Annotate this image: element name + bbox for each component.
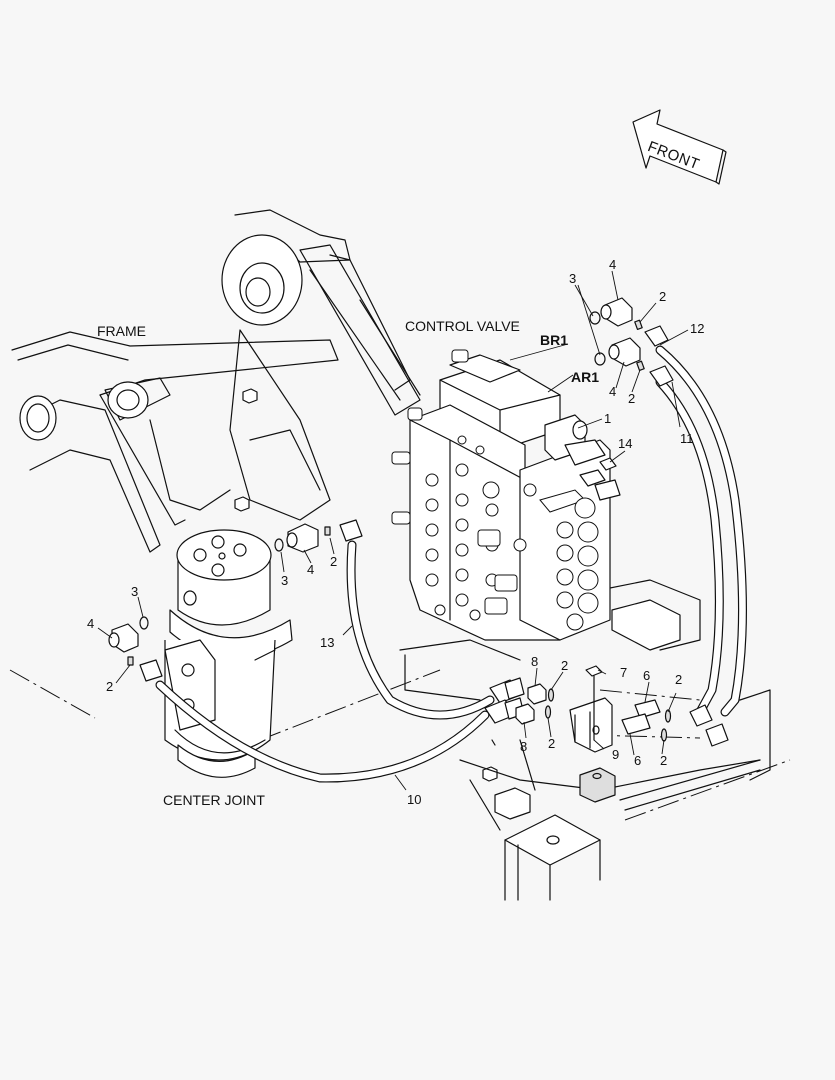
callout-number: 13 <box>320 635 335 650</box>
callout-number: 12 <box>690 321 705 336</box>
callout-number: 7 <box>620 665 628 680</box>
callout-number: 10 <box>407 792 422 807</box>
center-lines <box>9 669 791 821</box>
callout-number: 2 <box>561 658 569 673</box>
callout-number: 2 <box>330 554 338 569</box>
callout-number: 2 <box>659 289 667 304</box>
callout-number: 9 <box>612 747 620 762</box>
base-structure <box>399 579 771 901</box>
front-arrow <box>632 109 727 185</box>
leader-lines <box>97 270 689 791</box>
callout-number: 6 <box>643 668 651 683</box>
callout-number: 4 <box>307 562 315 577</box>
callout-number: 3 <box>569 271 577 286</box>
center-joint-label: CENTER JOINT <box>163 792 265 808</box>
callout-number: 4 <box>87 616 95 631</box>
frame-label: FRAME <box>97 323 146 339</box>
control-valve <box>391 349 621 641</box>
center-joint <box>164 529 293 778</box>
port-ar1-label: AR1 <box>571 369 600 385</box>
callout-number: 2 <box>106 679 114 694</box>
callout-number: 2 <box>675 672 683 687</box>
callout-number: 11 <box>680 431 694 446</box>
callout-number: 8 <box>531 654 539 669</box>
hoses <box>155 345 747 783</box>
frame-structure <box>11 209 498 782</box>
callout-number: 6 <box>634 753 642 768</box>
port-br1-label: BR1 <box>540 332 569 348</box>
callout-number: 2 <box>628 391 636 406</box>
callout-number: 3 <box>281 573 289 588</box>
callout-number: 1 <box>604 411 612 426</box>
callout-number: 14 <box>618 436 633 451</box>
callout-number: 8 <box>520 739 528 754</box>
callout-number: 2 <box>548 736 556 751</box>
callout-number: 4 <box>609 257 617 272</box>
callout-number: 4 <box>609 384 617 399</box>
callout-number: 3 <box>131 584 139 599</box>
fittings <box>108 297 729 753</box>
control-valve-label: CONTROL VALVE <box>405 318 520 334</box>
callout-number: 2 <box>660 753 668 768</box>
